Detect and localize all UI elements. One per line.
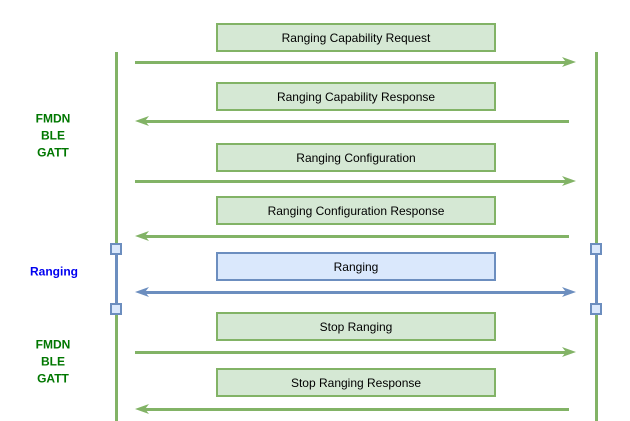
activation-marker xyxy=(590,243,602,255)
message-arrow xyxy=(135,179,566,183)
message-label: Ranging Configuration Response xyxy=(267,203,445,218)
message-box: Ranging Capability Request xyxy=(216,23,496,52)
activation-marker xyxy=(110,303,122,315)
message-box: Ranging Capability Response xyxy=(216,82,496,111)
arrowhead-left-icon xyxy=(135,231,149,241)
phase-label-line: Ranging xyxy=(30,264,78,279)
phase-label-line: FMDN xyxy=(35,337,71,352)
arrowhead-right-icon xyxy=(562,57,576,67)
phase-label-line: BLE xyxy=(40,128,65,143)
message-box: Stop Ranging Response xyxy=(216,368,496,397)
message-arrow xyxy=(135,350,566,354)
message-box: Stop Ranging xyxy=(216,312,496,341)
arrowhead-right-icon xyxy=(562,176,576,186)
phase-label: Ranging xyxy=(30,264,78,281)
lifeline-segment-bottom xyxy=(594,309,598,421)
message-label: Ranging Capability Response xyxy=(276,89,436,104)
arrowhead-left-icon xyxy=(135,116,149,126)
message-label: Ranging Configuration xyxy=(296,150,416,165)
phase-label-line: FMDN xyxy=(35,111,71,126)
phase-label: FMDN BLE GATT xyxy=(36,337,71,388)
message-arrow xyxy=(145,290,566,294)
phase-label-line: GATT xyxy=(37,145,69,160)
phase-label-line: GATT xyxy=(37,371,69,386)
message-box: Ranging xyxy=(216,252,496,281)
lifeline-segment-top xyxy=(594,52,598,249)
message-arrow xyxy=(145,119,569,123)
message-label: Ranging xyxy=(333,259,379,274)
message-label: Stop Ranging xyxy=(319,319,393,334)
arrowhead-left-icon xyxy=(135,404,149,414)
phase-label-line: BLE xyxy=(40,354,65,369)
lifeline-segment-top xyxy=(114,52,118,249)
message-arrow xyxy=(145,234,569,238)
lifeline-segment-ranging xyxy=(114,249,118,309)
message-label: Ranging Capability Request xyxy=(281,30,431,45)
arrowhead-left-icon xyxy=(135,287,149,297)
arrowhead-right-icon xyxy=(562,287,576,297)
lifeline-segment-bottom xyxy=(114,309,118,421)
message-arrow xyxy=(145,407,569,411)
lifeline-segment-ranging xyxy=(594,249,598,309)
activation-marker xyxy=(110,243,122,255)
message-arrow xyxy=(135,60,566,64)
activation-marker xyxy=(590,303,602,315)
message-label: Stop Ranging Response xyxy=(290,375,422,390)
message-box: Ranging Configuration xyxy=(216,143,496,172)
phase-label: FMDN BLE GATT xyxy=(36,111,71,162)
arrowhead-right-icon xyxy=(562,347,576,357)
message-box: Ranging Configuration Response xyxy=(216,196,496,225)
